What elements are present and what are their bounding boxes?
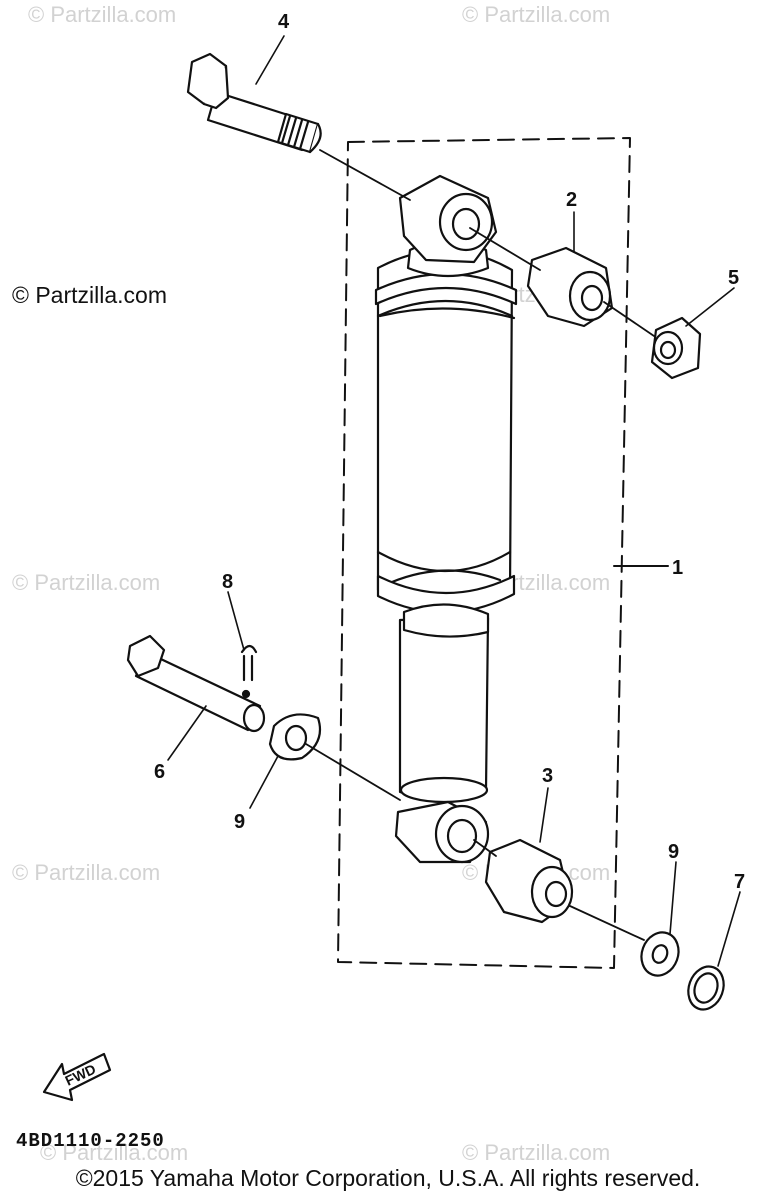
callout-7: 7 [734,871,745,893]
nut-upper [650,316,702,380]
bolt-upper [186,52,322,154]
callout-8: 8 [222,571,233,593]
callout-1: 1 [672,557,683,579]
bushing-upper [526,246,614,328]
watermark: © Partzilla.com [12,570,161,595]
part-code: 4BD1110-2250 [16,1130,165,1152]
cotter-pin [240,644,258,682]
watermark: © Partzilla.com [12,860,161,885]
pin-lower [126,634,266,733]
watermark: © Partzilla.com [40,1140,189,1165]
washer-left [268,713,322,761]
callout-6: 6 [154,761,165,783]
watermark-prominent: © Partzilla.com [12,282,167,308]
leader-lines [167,35,741,967]
fwd-arrow-icon [42,1052,112,1102]
watermark: © Partzilla.com [462,2,611,27]
watermark: © Partzilla.com [28,2,177,27]
axis-lines [305,149,655,941]
washer-right [640,931,680,977]
shock-absorber [374,174,518,864]
watermark: © Partzilla.com [462,1140,611,1165]
callout-3: 3 [542,765,553,787]
assembly-boundary [337,137,669,969]
callout-9-right: 9 [668,841,679,863]
callout-4: 4 [278,11,290,33]
washer-7 [687,965,725,1011]
copyright-notice: ©2015 Yamaha Motor Corporation, U.S.A. A… [75,1165,701,1191]
callout-5: 5 [728,267,739,289]
callout-2: 2 [566,189,577,211]
callout-9-left: 9 [234,811,245,833]
bushing-lower [484,838,574,924]
